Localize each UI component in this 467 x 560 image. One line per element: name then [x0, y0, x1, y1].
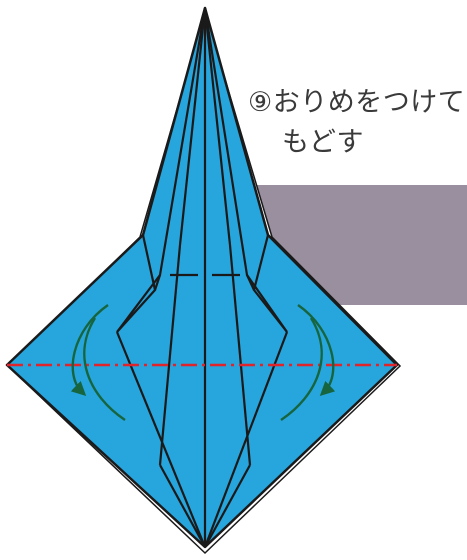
instruction-line-2: もどす — [282, 127, 364, 158]
curved-arrow-icon — [83, 317, 126, 421]
right-fold-arrows — [280, 304, 336, 421]
left-fold-arrows — [70, 304, 126, 421]
curved-arrow-icon — [70, 304, 109, 396]
curved-arrow-icon — [297, 304, 336, 396]
crease-lines — [115, 7, 289, 548]
instruction-line-1: ⑨おりめをつけて — [248, 87, 466, 118]
curved-arrow-icon — [280, 317, 323, 421]
